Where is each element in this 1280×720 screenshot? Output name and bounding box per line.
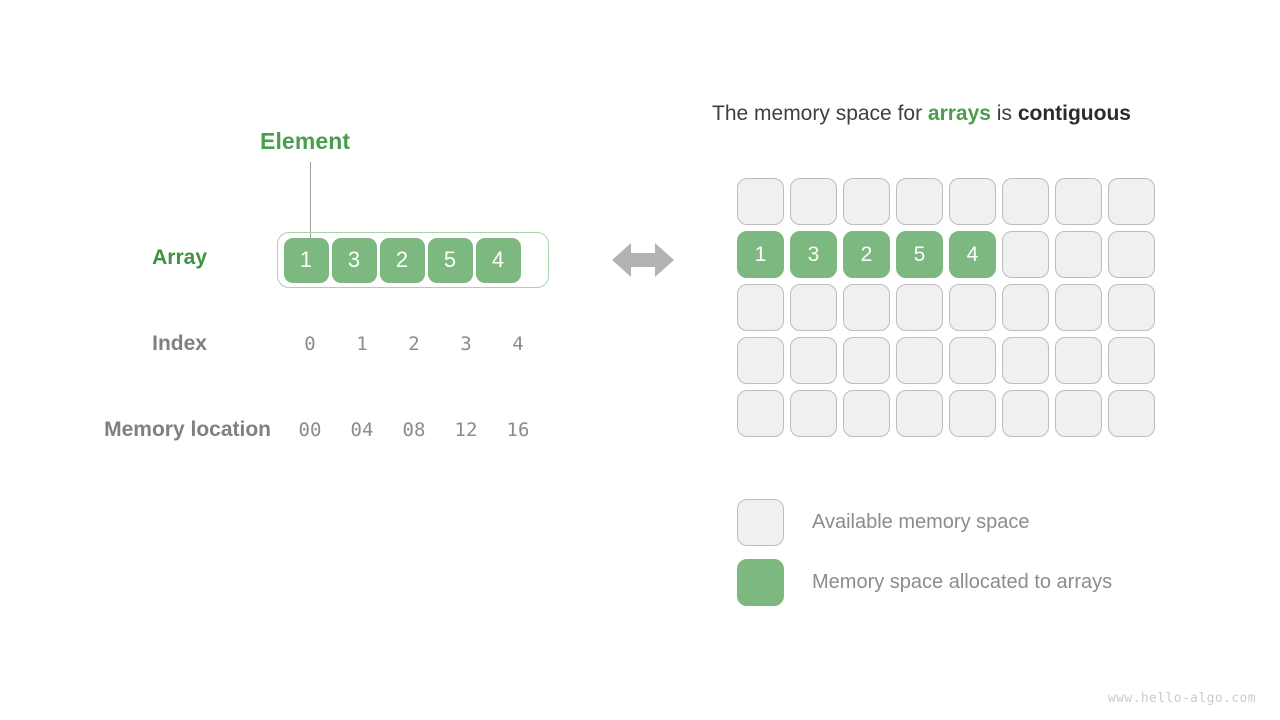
memory-title-arrays-highlight: arrays xyxy=(927,102,991,125)
memory-grid-cell-empty xyxy=(790,284,837,331)
memory-grid-cell-empty xyxy=(949,178,996,225)
memory-grid-cell-empty xyxy=(949,337,996,384)
memory-grid-cell-empty xyxy=(1002,284,1049,331)
memory-title-part2: is xyxy=(990,102,1018,125)
array-cell: 4 xyxy=(475,237,521,283)
memory-grid-cell-empty xyxy=(896,390,943,437)
memory-grid-cell-allocated: 3 xyxy=(790,231,837,278)
memory-location-value: 12 xyxy=(454,419,478,441)
memory-grid-cell-empty xyxy=(843,178,890,225)
memory-grid-cell-empty xyxy=(1055,337,1102,384)
memory-grid-cell-empty xyxy=(896,337,943,384)
array-cell: 5 xyxy=(427,237,473,283)
memory-grid-cell-empty xyxy=(1108,284,1155,331)
memory-grid-cell-empty xyxy=(843,337,890,384)
element-callout-connector-line xyxy=(310,162,311,240)
memory-grid-cell-empty xyxy=(1108,390,1155,437)
memory-grid-cell-empty xyxy=(1055,284,1102,331)
memory-grid-cell-empty xyxy=(737,284,784,331)
element-callout-label: Element xyxy=(260,128,351,154)
index-value-row: 0 1 2 3 4 xyxy=(284,333,544,355)
legend: Available memory space Memory space allo… xyxy=(737,492,1112,612)
memory-location-value: 00 xyxy=(298,419,322,441)
memory-location-value-row: 00 04 08 12 16 xyxy=(284,419,544,441)
memory-grid-cell-empty xyxy=(737,390,784,437)
index-value: 4 xyxy=(512,333,524,355)
memory-grid-cell-allocated: 2 xyxy=(843,231,890,278)
memory-grid-cell-empty xyxy=(1002,178,1049,225)
memory-grid-cell-empty xyxy=(843,390,890,437)
memory-grid-cell-empty xyxy=(1002,390,1049,437)
array-illustration-panel: Element Array 1 3 2 5 4 Index 0 1 2 3 4 … xyxy=(104,128,549,441)
array-row-label: Array xyxy=(152,246,207,269)
legend-label-available: Available memory space xyxy=(812,510,1030,533)
legend-item-available: Available memory space xyxy=(737,492,1112,552)
memory-grid-cell-empty xyxy=(1002,337,1049,384)
index-value: 2 xyxy=(408,333,420,355)
legend-swatch-available-icon xyxy=(737,498,784,546)
memory-title-contiguous-highlight: contiguous xyxy=(1017,102,1131,125)
memory-grid-cell-empty xyxy=(1108,231,1155,278)
memory-location-row-label: Memory location xyxy=(104,418,271,441)
memory-grid-cell-empty xyxy=(896,178,943,225)
array-cell: 3 xyxy=(331,237,377,283)
memory-grid-cell-empty xyxy=(737,178,784,225)
memory-title-part1: The memory space for xyxy=(712,102,928,125)
memory-location-value: 04 xyxy=(350,419,374,441)
memory-grid-cell-empty xyxy=(790,178,837,225)
legend-swatch-allocated-icon xyxy=(737,558,784,606)
legend-item-allocated: Memory space allocated to arrays xyxy=(737,552,1112,612)
memory-grid-cell-allocated: 4 xyxy=(949,231,996,278)
double-headed-arrow-icon xyxy=(612,238,674,282)
index-value: 3 xyxy=(460,333,472,355)
index-row-label: Index xyxy=(152,332,207,355)
index-value: 0 xyxy=(304,333,316,355)
watermark: www.hello-algo.com xyxy=(1107,691,1256,706)
array-cell: 1 xyxy=(283,237,329,283)
memory-grid-cell-empty xyxy=(1108,178,1155,225)
memory-grid-cell-empty xyxy=(843,284,890,331)
memory-grid-cell-empty xyxy=(1055,390,1102,437)
legend-label-allocated: Memory space allocated to arrays xyxy=(812,570,1113,593)
memory-grid-cell-empty xyxy=(949,284,996,331)
memory-grid-cell-empty xyxy=(949,390,996,437)
memory-grid-cell-empty xyxy=(1055,231,1102,278)
memory-grid-cell-empty xyxy=(790,390,837,437)
memory-location-value: 16 xyxy=(506,419,530,441)
memory-grid-cell-empty xyxy=(1055,178,1102,225)
memory-title: The memory space for arrays is contiguou… xyxy=(712,102,1131,126)
array-cell: 2 xyxy=(379,237,425,283)
memory-grid-cell-empty xyxy=(896,284,943,331)
memory-grid-cell-empty xyxy=(790,337,837,384)
memory-grid-cell-empty xyxy=(1108,337,1155,384)
memory-grid-cell-empty xyxy=(737,337,784,384)
memory-location-value: 08 xyxy=(402,419,426,441)
memory-grid-cell-empty xyxy=(1002,231,1049,278)
index-value: 1 xyxy=(356,333,368,355)
memory-grid-cell-allocated: 5 xyxy=(896,231,943,278)
array-container: 1 3 2 5 4 xyxy=(277,232,549,288)
memory-grid-cell-allocated: 1 xyxy=(737,231,784,278)
